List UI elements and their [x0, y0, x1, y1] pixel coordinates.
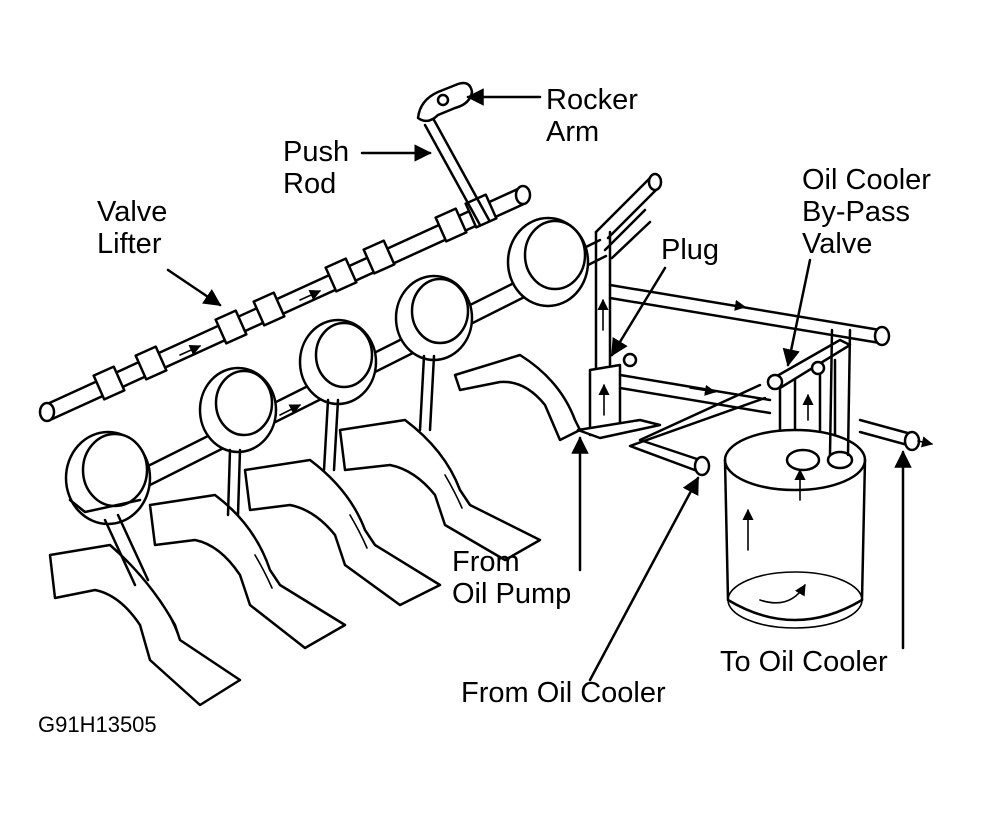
plug-label: Plug — [661, 234, 720, 266]
plug-leader — [610, 266, 667, 357]
from-oil-cooler-label: From Oil Cooler — [461, 677, 666, 709]
from-oil-pump-label: From Oil Pump — [452, 546, 572, 610]
valve-lifter-gallery — [38, 184, 532, 423]
bearing-saddle-3 — [243, 458, 442, 607]
lifter-bore-1 — [64, 430, 152, 526]
rocker-arm-label: Rocker Arm — [546, 84, 638, 148]
valve-lifter-label: Valve Lifter — [97, 196, 168, 260]
bypass-valve-leader — [782, 258, 812, 367]
push-rod-label: Push Rod — [283, 136, 350, 200]
from-oil-cooler-inlet-pipe — [628, 383, 767, 477]
lifter-bore-5 — [506, 216, 590, 308]
main-bearing-feed-passages — [103, 354, 436, 587]
oil-filter-canister — [723, 328, 867, 629]
lifter-bore-2 — [198, 366, 278, 454]
bearing-saddle-1 — [48, 543, 242, 707]
oil-cooler-bypass-valve-label: Oil Cooler By-Pass Valve — [802, 164, 931, 260]
lifter-bore-3 — [298, 318, 378, 406]
bearing-saddle-4 — [338, 418, 542, 562]
crossover-passages — [608, 283, 934, 452]
rocker-arm — [416, 81, 474, 123]
bearing-saddle-2 — [148, 493, 347, 650]
label-leaders — [166, 88, 912, 682]
lifter-bore-4 — [394, 274, 474, 362]
from-oil-cooler-leader — [588, 476, 700, 682]
bearing-saddle-5 — [453, 353, 582, 442]
push-rod — [423, 118, 491, 227]
valve-lifter-leader — [166, 268, 222, 307]
plug-block — [576, 352, 662, 440]
to-oil-cooler-label: To Oil Cooler — [720, 646, 888, 678]
figure-id: G91H13505 — [38, 712, 157, 737]
